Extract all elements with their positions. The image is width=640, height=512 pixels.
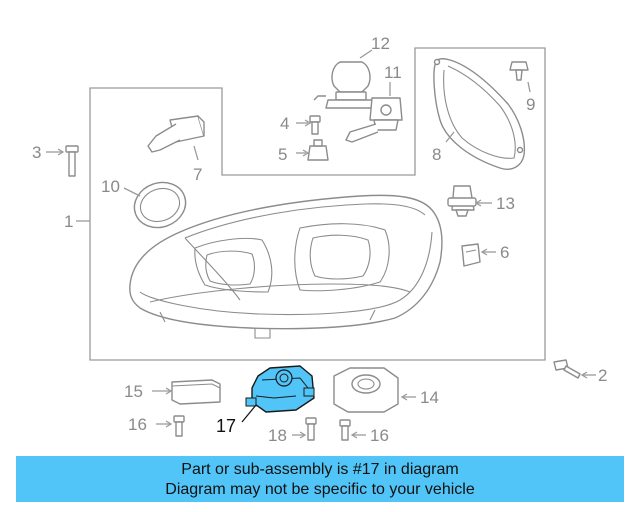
banner-line-2: Diagram may not be specific to your vehi… [165,481,475,498]
label-3: 3 [32,143,41,162]
part-13-actuator [447,185,492,217]
part-4-screw [296,115,321,135]
headlamp-housing [129,194,443,339]
part-10-ring [123,181,187,229]
label-1: 1 [64,212,73,231]
label-8: 8 [432,145,441,164]
label-15: 15 [124,382,143,401]
label-18: 18 [268,426,287,445]
part-12-bulb [313,49,377,109]
part-5-clip [296,139,329,161]
label-4: 4 [280,114,289,133]
label-2: 2 [598,366,607,385]
label-9: 9 [526,95,535,114]
label-17: 17 [216,416,236,436]
info-banner: Part or sub-assembly is #17 in diagram D… [16,456,624,502]
label-10: 10 [101,177,120,196]
label-13: 13 [496,194,515,213]
label-5: 5 [278,145,287,164]
part-14-ignitor [333,367,416,413]
label-16-right: 16 [370,426,389,445]
part-3-screw [46,145,79,177]
part-15-control-module [152,379,221,405]
label-11: 11 [384,63,402,82]
part-9-screw [509,61,531,93]
part-6-clip [461,243,496,267]
part-18-bolt [292,417,317,441]
part-8-gasket [433,57,526,170]
label-14: 14 [420,388,439,407]
part-17-ballast-highlighted [241,365,315,423]
assembly-frame [89,47,546,361]
part-11-xenon-bulb [345,82,403,143]
part-2-screw [553,359,596,379]
part-16-bolt-left [156,415,185,437]
label-12: 12 [371,34,390,53]
label-16-left: 16 [128,415,147,434]
part-7-socket [147,115,205,161]
label-6: 6 [500,243,509,262]
banner-line-1: Part or sub-assembly is #17 in diagram [181,461,459,478]
label-7: 7 [193,165,202,184]
part-16-bolt-right [339,419,366,441]
